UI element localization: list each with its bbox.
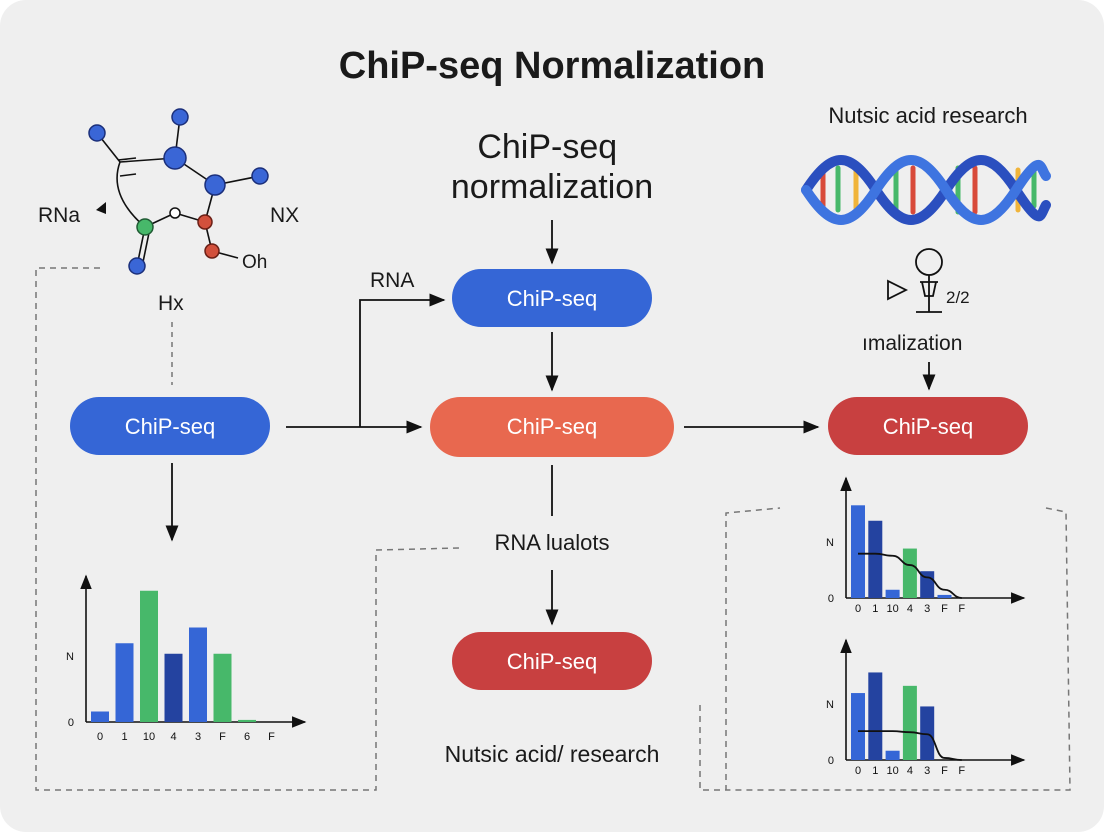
bar-3	[902, 685, 917, 760]
y-tick-label: 0	[828, 755, 834, 767]
x-tick-label: F	[958, 603, 965, 615]
rna-lualots-label: RNA lualots	[495, 530, 610, 555]
x-tick-label: 4	[170, 731, 176, 743]
arrow-branch-to-top	[359, 293, 446, 427]
diagram-title: ChiP-seq Normalization	[339, 45, 766, 87]
molecule-label-hx: Hx	[158, 292, 184, 315]
x-tick-label: F	[219, 731, 226, 743]
center-heading-line-1: ChiP-seq	[477, 128, 617, 166]
bar-2	[885, 750, 900, 760]
node-right-label: ChiP-seq	[883, 414, 973, 439]
x-tick-label: F	[268, 731, 275, 743]
pipette-icon	[887, 248, 943, 313]
molecule-label-oh: Oh	[242, 252, 267, 273]
bar-1	[115, 643, 134, 722]
node-center-mid[interactable]: ChiP-seq	[430, 397, 674, 457]
bottom-label: Nutsic acid/ research	[445, 741, 660, 767]
bar-1	[868, 520, 883, 598]
normalization-label: ımalization	[862, 332, 962, 355]
node-center-bottom[interactable]: ChiP-seq	[452, 632, 652, 690]
y-axis-label: N	[826, 537, 834, 549]
x-tick-label: F	[941, 603, 948, 615]
x-tick-label: 0	[855, 765, 861, 777]
bar-0	[91, 711, 109, 722]
bar-5	[213, 653, 232, 722]
x-tick-label: 1	[872, 765, 878, 777]
bar-4	[920, 706, 935, 760]
x-tick-label: 4	[907, 765, 913, 777]
dashed-region-left	[35, 267, 461, 791]
x-tick-label: 4	[907, 603, 913, 615]
pipette-label: 2/2	[946, 288, 970, 307]
x-tick-label: 3	[924, 765, 930, 777]
node-center-top-label: ChiP-seq	[507, 286, 597, 311]
bar-5	[937, 594, 952, 598]
x-tick-label: 0	[97, 731, 103, 743]
connectors	[165, 220, 936, 626]
node-right[interactable]: ChiP-seq	[828, 397, 1028, 455]
center-heading: ChiP-seq normalization	[451, 128, 653, 206]
x-tick-label: 3	[195, 731, 201, 743]
x-tick-label: 1	[121, 731, 127, 743]
node-center-bottom-label: ChiP-seq	[507, 649, 597, 674]
x-tick-label: 0	[855, 603, 861, 615]
molecule-illustration	[88, 108, 269, 275]
trend-curve	[857, 730, 962, 761]
dashed-region-right	[699, 507, 1071, 791]
trend-curve	[858, 552, 962, 599]
center-heading-line-2: normalization	[451, 168, 653, 206]
x-tick-label: 10	[143, 731, 155, 743]
bar-3	[902, 548, 917, 598]
x-tick-label: 6	[244, 731, 250, 743]
bar-2	[140, 590, 158, 722]
x-tick-label: 10	[886, 765, 898, 777]
bar-3	[164, 653, 183, 722]
node-left-label: ChiP-seq	[125, 414, 215, 439]
bar-2	[885, 589, 900, 598]
node-center-top[interactable]: ChiP-seq	[452, 269, 652, 327]
x-tick-label: F	[941, 765, 948, 777]
molecule-label-rna: RNa	[38, 204, 80, 227]
x-tick-label: 3	[924, 603, 930, 615]
y-tick-label: 0	[68, 717, 74, 729]
bar-6	[238, 719, 256, 722]
x-tick-label: F	[958, 765, 965, 777]
y-axis-label: N	[826, 699, 834, 711]
bar-1	[868, 672, 883, 760]
y-axis-label: N	[66, 651, 74, 663]
x-tick-label: 10	[886, 603, 898, 615]
dna-helix-icon	[801, 155, 1051, 225]
bar-4	[189, 627, 207, 722]
bar-chart-left: 0 1 10 4 3 F 6 F 0 N	[66, 574, 307, 743]
node-left[interactable]: ChiP-seq	[70, 397, 270, 455]
node-center-mid-label: ChiP-seq	[507, 414, 597, 439]
rna-arrow-label: RNA	[370, 269, 414, 292]
molecule-label-nx: NX	[270, 204, 299, 227]
bar-0	[851, 693, 865, 760]
y-tick-label: 0	[828, 593, 834, 605]
bar-0	[851, 505, 865, 598]
top-right-label: Nutsic acid research	[828, 103, 1027, 128]
x-tick-label: 1	[872, 603, 878, 615]
